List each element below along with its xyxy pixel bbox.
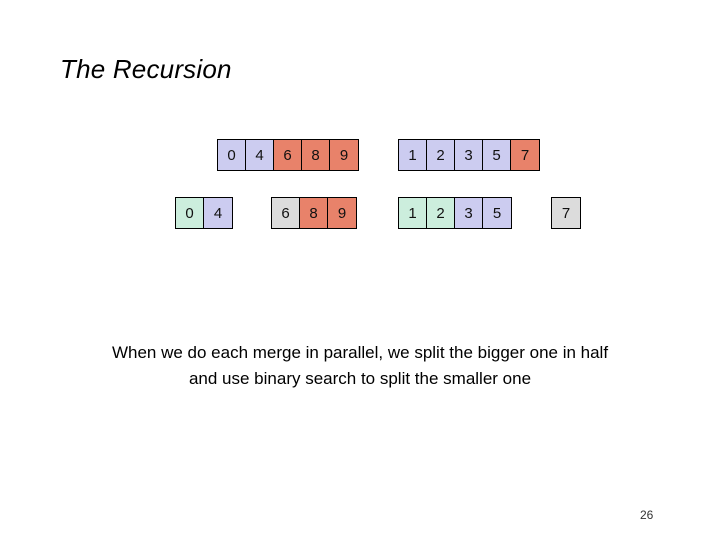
array-cell: 8 [302,140,330,170]
split-group-4: 7 [551,197,581,229]
array-cell: 1 [399,198,427,228]
page-number: 26 [640,508,654,522]
array-cell: 0 [218,140,246,170]
array-cell: 0 [176,198,204,228]
page-title: The Recursion [60,54,232,84]
array-cell: 5 [483,140,511,170]
array-cell: 3 [455,198,483,228]
array-cell: 1 [399,140,427,170]
array-cell: 8 [300,198,328,228]
array-cell: 6 [272,198,300,228]
array-cell: 9 [328,198,356,228]
array-cell: 4 [246,140,274,170]
array-cell: 7 [511,140,539,170]
caption-line-1: When we do each merge in parallel, we sp… [111,343,609,362]
array-cell: 7 [552,198,580,228]
caption: When we do each merge in parallel, we sp… [60,340,660,392]
array-cell: 9 [330,140,358,170]
array-cell: 6 [274,140,302,170]
array-cell: 3 [455,140,483,170]
caption-line-2: and use binary search to split the small… [188,369,532,388]
array-cell: 2 [427,198,455,228]
array-cell: 4 [204,198,232,228]
array-cell: 5 [483,198,511,228]
array-cell: 2 [427,140,455,170]
